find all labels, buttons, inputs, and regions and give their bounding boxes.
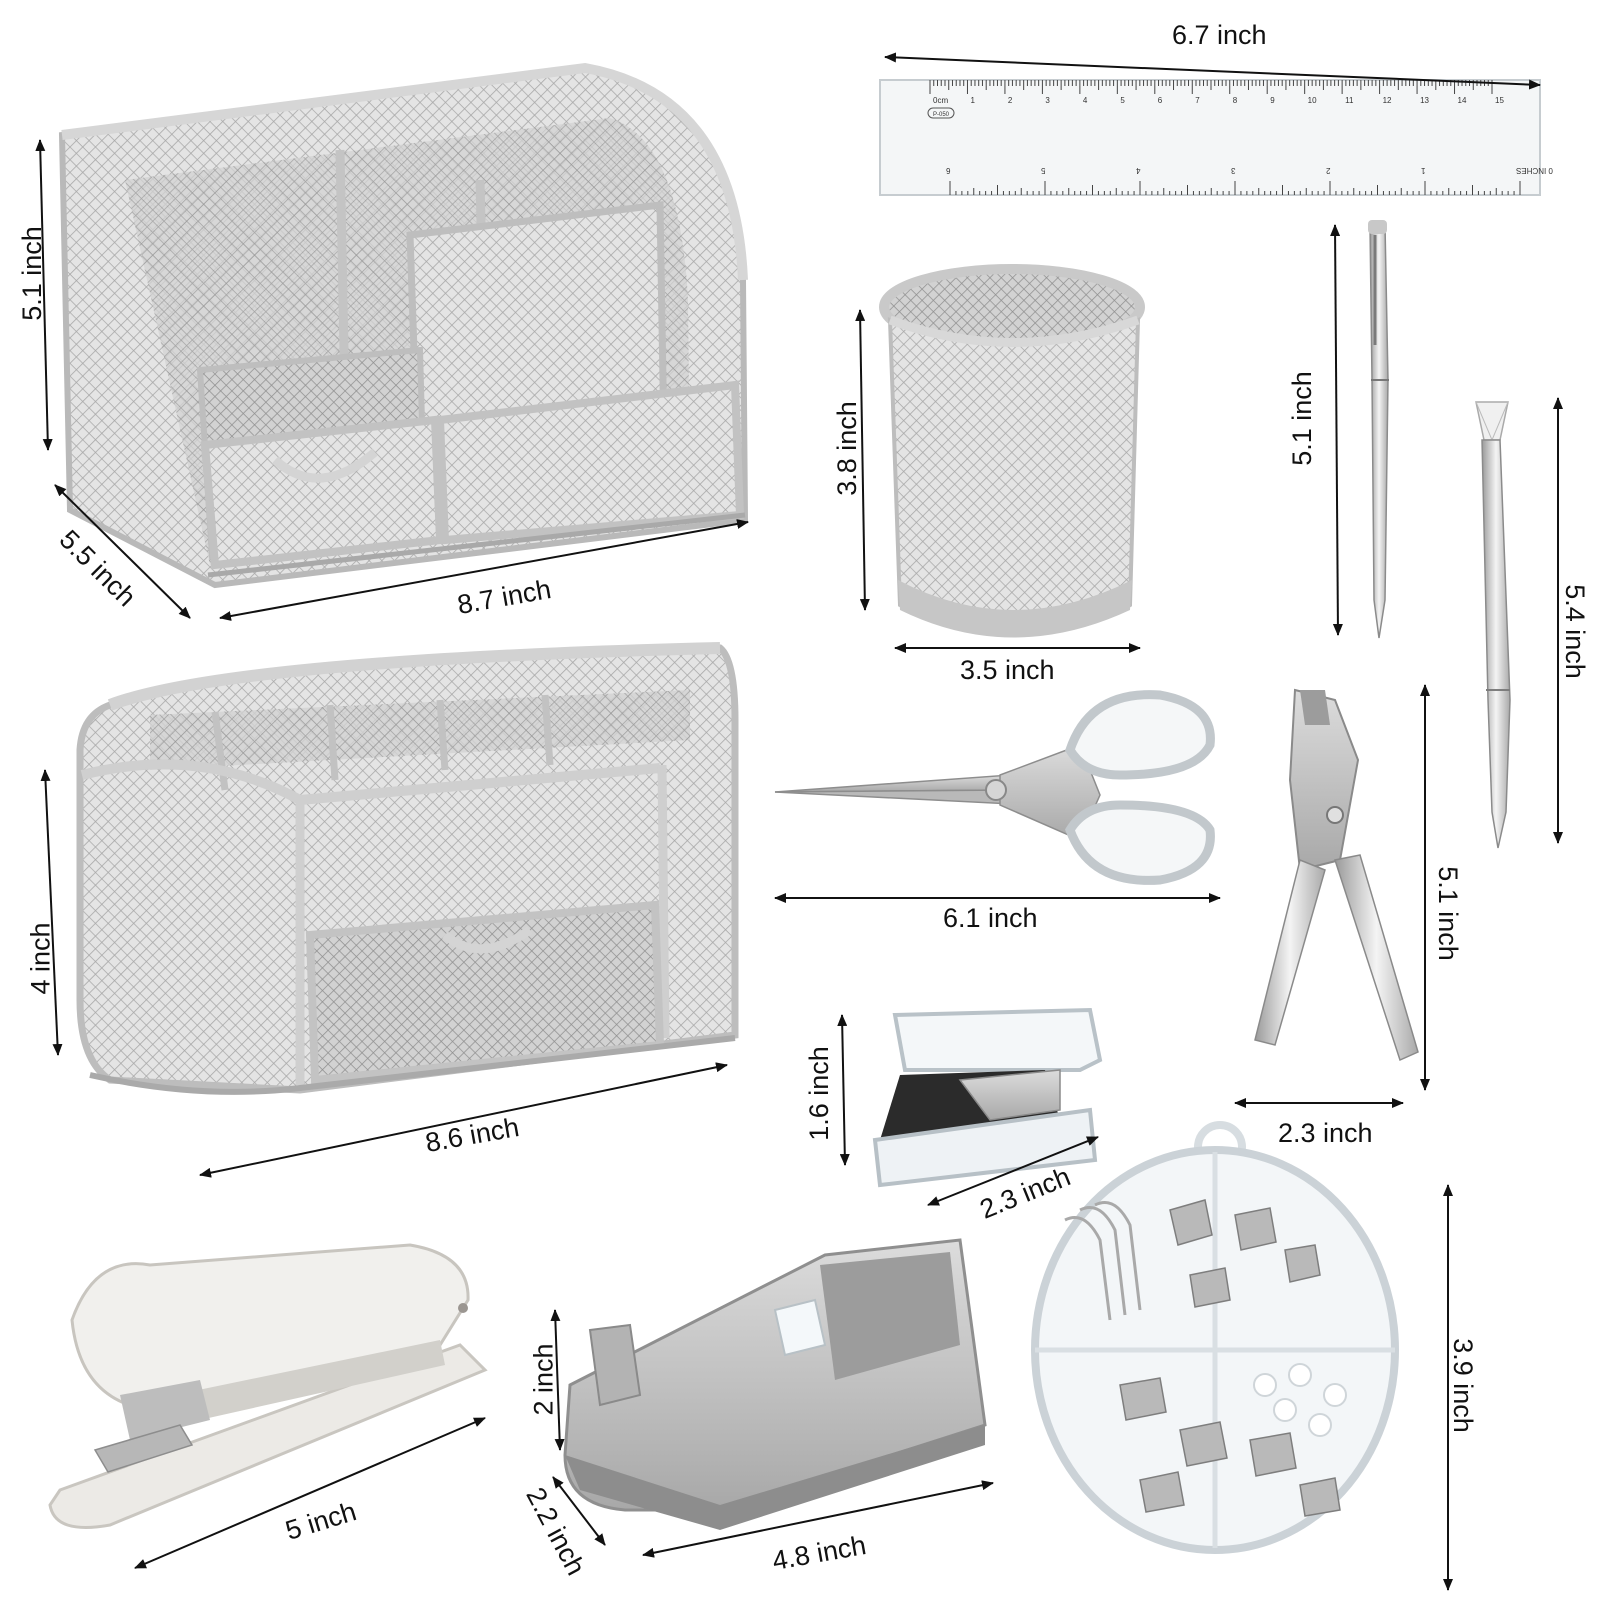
ruler-cm-label: 14 <box>1458 96 1467 105</box>
ruler-inch-label: 1 <box>1420 166 1425 175</box>
remover-height-label: 1.6 inch <box>803 1046 834 1141</box>
punch-length-label: 5.1 inch <box>1432 866 1463 961</box>
dimension-arrows <box>35 52 1563 1591</box>
dispenser-length-arrow <box>642 1480 994 1558</box>
ruler-model-tag: P-050 <box>933 112 950 118</box>
ruler-inch-label: 0 INCHES <box>1516 166 1553 175</box>
ruler-inch-scale: 6 5 4 3 2 1 0 INCHES <box>945 166 1552 175</box>
caddy-height-label: 4 inch <box>25 922 56 995</box>
ruler-cm-label: 13 <box>1420 96 1429 105</box>
pen-length-arrow <box>1330 224 1343 636</box>
ruler-cm-label: 8 <box>1233 96 1238 105</box>
ruler-inch-label: 3 <box>1230 166 1235 175</box>
ruler-length-label: 6.7 inch <box>1172 20 1267 50</box>
remover-height-arrow <box>837 1014 850 1166</box>
pen-length-label: 5.1 inch <box>1286 371 1317 466</box>
ruler-inch-label: 4 <box>1135 166 1140 175</box>
ruler-length-arrow <box>884 52 1541 90</box>
caddy-width-arrow <box>199 1062 728 1178</box>
stapler <box>48 1243 488 1529</box>
ruler-inch-label: 2 <box>1325 166 1330 175</box>
pen-cup-width-label: 3.5 inch <box>960 655 1055 685</box>
crystal-pen <box>1475 401 1511 849</box>
ruler-cm-label: 10 <box>1308 96 1317 105</box>
scissors <box>774 690 1215 885</box>
organizer-width-arrow <box>219 519 749 621</box>
ruler-cm-label: 1 <box>970 96 975 105</box>
ruler-cm-label: 0cm <box>933 96 948 105</box>
ruler-cm-label: 4 <box>1083 96 1088 105</box>
ruler-cm-label: 6 <box>1158 96 1163 105</box>
mesh-desk-caddy <box>76 642 739 1095</box>
organizer-height-label: 5.1 inch <box>16 226 47 321</box>
ruler-cm-label: 15 <box>1495 96 1504 105</box>
remover-width-arrow <box>927 1136 1099 1206</box>
caddy-height-arrow <box>40 769 63 1056</box>
mesh-pen-cup <box>879 264 1145 638</box>
organizer-height-arrow <box>35 139 53 451</box>
mesh-desk-organizer <box>58 62 749 589</box>
dispenser-height-arrow <box>550 1309 565 1451</box>
pen-cup-height-arrow <box>855 309 870 611</box>
ruler-cm-label: 3 <box>1045 96 1050 105</box>
silver-pen <box>1368 220 1389 639</box>
pen-cup-height-label: 3.8 inch <box>831 401 862 496</box>
punch-width-label: 2.3 inch <box>1278 1118 1373 1148</box>
ruler-cm-label: 5 <box>1120 96 1125 105</box>
ruler-cm-label: 7 <box>1195 96 1200 105</box>
dispenser-height-label: 2 inch <box>528 1343 559 1416</box>
ruler-cm-label: 9 <box>1270 96 1275 105</box>
ruler-cm-label: 2 <box>1008 96 1013 105</box>
organizer-depth-arrow <box>54 484 191 619</box>
ruler-cm-label: 11 <box>1345 96 1354 105</box>
ruler-cm-label: 12 <box>1383 96 1392 105</box>
ruler-inch-label: 6 <box>945 166 950 175</box>
ruler-inch-label: 5 <box>1040 166 1045 175</box>
clip-box-height-label: 3.9 inch <box>1447 1338 1478 1433</box>
stapler-length-arrow <box>134 1417 486 1569</box>
scissors-length-label: 6.1 inch <box>943 903 1038 933</box>
tape-dispenser <box>563 1238 987 1530</box>
clip-storage-box <box>1031 1121 1399 1554</box>
crystal-pen-length-label: 5.4 inch <box>1559 584 1590 679</box>
staple-remover <box>872 1007 1103 1188</box>
hole-punch <box>1254 688 1419 1062</box>
dispenser-depth-arrow <box>552 1476 606 1546</box>
